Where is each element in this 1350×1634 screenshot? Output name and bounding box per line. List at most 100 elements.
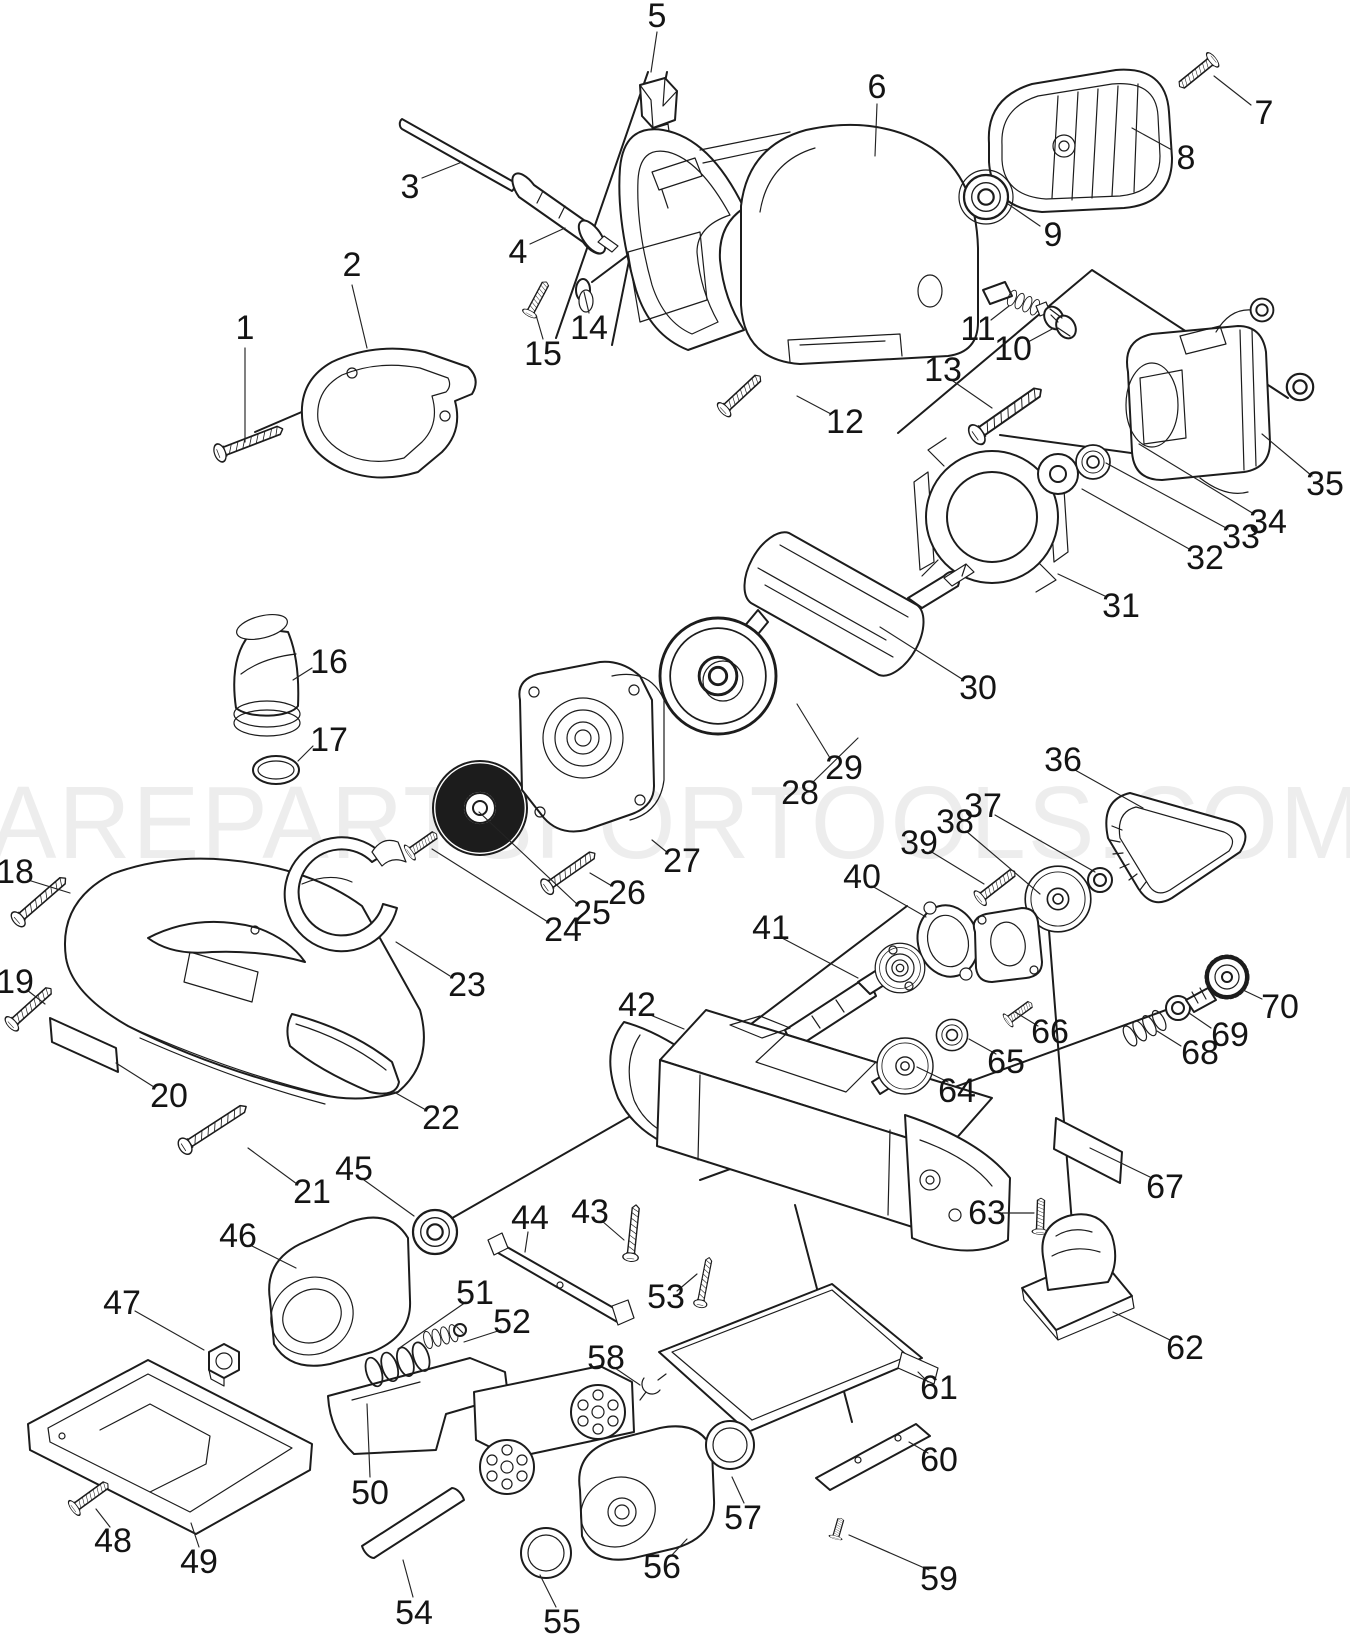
strip-60-drawing <box>815 1423 931 1491</box>
screw-7-drawing <box>1173 50 1222 95</box>
pin-53-drawing <box>692 1255 717 1310</box>
clip-58-drawing <box>639 1373 667 1401</box>
nut-47-drawing <box>208 1343 240 1387</box>
part-number-27: 27 <box>663 842 701 880</box>
part-number-26: 26 <box>608 874 646 912</box>
bearing-cover-drawing <box>972 907 1043 983</box>
part-number-7: 7 <box>1255 94 1274 132</box>
leader-line-21 <box>247 1147 298 1185</box>
gear-64-drawing <box>871 1038 933 1094</box>
leader-line-4 <box>529 227 566 245</box>
bearing-33-drawing <box>1075 444 1111 480</box>
part-number-8: 8 <box>1177 139 1196 177</box>
roller-56-drawing <box>578 1425 716 1561</box>
part-number-4: 4 <box>509 233 528 271</box>
leader-line-44 <box>524 1231 529 1253</box>
screw-63-drawing <box>1031 1197 1050 1236</box>
part-number-14: 14 <box>570 309 608 347</box>
leader-line-37 <box>994 814 1096 873</box>
part-number-51: 51 <box>456 1274 494 1312</box>
part-number-55: 55 <box>543 1603 581 1634</box>
leader-line-26 <box>589 872 613 887</box>
leader-line-59 <box>848 1534 930 1571</box>
screw-13-drawing <box>964 379 1049 449</box>
part-number-32: 32 <box>1186 539 1224 577</box>
leader-line-16 <box>292 667 313 681</box>
leader-line-55 <box>539 1574 557 1608</box>
brush-cap-10-drawing <box>1043 305 1077 340</box>
leader-line-8 <box>1131 127 1173 151</box>
part-number-24: 24 <box>544 911 582 949</box>
spring-68-drawing <box>1119 1007 1170 1049</box>
leader-line-45 <box>363 1179 415 1217</box>
part-number-70: 70 <box>1261 988 1299 1026</box>
shaft-54-drawing <box>361 1487 465 1559</box>
part-number-47: 47 <box>103 1284 141 1322</box>
washer-34a-drawing <box>1249 297 1275 323</box>
part-number-58: 58 <box>587 1339 625 1377</box>
part-number-42: 42 <box>618 986 656 1024</box>
leader-line-50 <box>366 1403 371 1478</box>
belt-36-drawing <box>1105 792 1247 904</box>
leader-line-65 <box>968 1038 997 1055</box>
screw-15-drawing <box>520 277 554 321</box>
part-number-10: 10 <box>994 330 1032 368</box>
part-number-34: 34 <box>1249 503 1287 541</box>
leader-line-48 <box>95 1508 111 1528</box>
leader-line-23 <box>395 941 451 977</box>
screw-12-drawing <box>714 368 767 420</box>
part-number-64: 64 <box>938 1072 976 1110</box>
ring-57-drawing <box>705 1420 755 1470</box>
leader-line-66 <box>1014 1011 1039 1027</box>
leader-line-60 <box>908 1441 929 1454</box>
foot-62-drawing <box>1021 1213 1135 1341</box>
part-number-33: 33 <box>1222 518 1260 556</box>
leader-line-67 <box>1089 1147 1153 1179</box>
bar-44-drawing <box>487 1232 635 1326</box>
leader-line-53 <box>676 1273 698 1292</box>
part-number-61: 61 <box>920 1369 958 1407</box>
leader-line-15 <box>535 314 544 340</box>
leader-line-5 <box>650 31 658 73</box>
part-number-5: 5 <box>648 0 667 35</box>
washer-32-drawing <box>1037 453 1079 495</box>
screw-1-drawing <box>210 419 287 465</box>
gear-29-drawing <box>660 618 776 734</box>
leader-line-49 <box>190 1522 200 1548</box>
fan-cover-drawing <box>987 68 1173 213</box>
knob-70-drawing <box>1185 958 1247 1013</box>
leader-line-18 <box>27 879 71 894</box>
leader-line-27 <box>651 839 669 854</box>
leader-line-14 <box>583 291 590 314</box>
part-number-56: 56 <box>643 1548 681 1586</box>
drive-shaft-41-drawing <box>784 943 925 1047</box>
leader-line-39 <box>929 850 985 885</box>
leader-line-57 <box>731 1476 745 1504</box>
leader-line-64 <box>916 1066 949 1083</box>
part-number-1: 1 <box>236 309 255 347</box>
leader-line-13 <box>952 380 993 409</box>
part-number-40: 40 <box>843 858 881 896</box>
part-number-60: 60 <box>920 1441 958 1479</box>
leader-line-30 <box>879 626 963 680</box>
part-number-28: 28 <box>781 774 819 812</box>
part-number-3: 3 <box>401 168 420 206</box>
bearing-65-drawing <box>935 1018 969 1052</box>
part-number-62: 62 <box>1166 1329 1204 1367</box>
part-number-19: 19 <box>0 963 34 1001</box>
part-number-17: 17 <box>310 721 348 759</box>
part-number-11: 11 <box>960 310 995 348</box>
part-number-36: 36 <box>1044 741 1082 779</box>
leader-line-46 <box>249 1244 297 1269</box>
part-number-66: 66 <box>1031 1013 1069 1051</box>
leader-line-35 <box>1261 433 1313 477</box>
washer-34b-drawing <box>1285 372 1315 402</box>
leader-line-9 <box>1007 203 1041 227</box>
part-number-25: 25 <box>573 894 611 932</box>
part-number-37: 37 <box>964 787 1002 825</box>
leader-line-2 <box>351 284 368 349</box>
part-number-23: 23 <box>448 966 486 1004</box>
part-number-59: 59 <box>920 1560 958 1598</box>
